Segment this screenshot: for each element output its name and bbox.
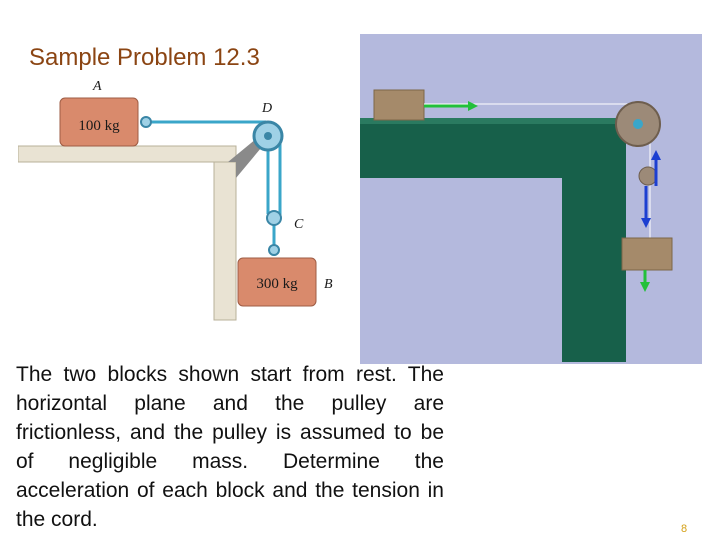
slide-title: Sample Problem 12.3 xyxy=(29,44,260,71)
sim-force-arrowhead-b xyxy=(640,282,650,292)
block-b xyxy=(237,257,317,307)
table-top xyxy=(18,145,237,163)
page-number: 8 xyxy=(681,523,688,535)
block-b-mass-label: 300 kg xyxy=(256,276,298,292)
block-a xyxy=(59,97,139,147)
label-a: A xyxy=(92,79,102,94)
label-b: B xyxy=(324,277,333,292)
sim-background xyxy=(360,34,702,364)
sim-pulley-hub xyxy=(633,119,643,129)
sim-block-a xyxy=(373,89,425,121)
problem-statement: The two blocks shown start from rest. Th… xyxy=(16,363,444,531)
sim-table-shade xyxy=(360,118,626,124)
attach-ring-b xyxy=(268,244,280,256)
sim-force-arrowhead-a xyxy=(468,101,478,111)
pulley-d-hub xyxy=(264,132,272,140)
table-leg xyxy=(213,161,237,321)
simulation-view xyxy=(360,34,702,364)
label-c: C xyxy=(294,217,304,232)
pulley-diagram: 100 kg 300 kg A D C B xyxy=(18,79,333,321)
pulley-c xyxy=(266,210,282,226)
sim-small-pulley xyxy=(638,166,658,186)
sim-tension-arrowhead-up xyxy=(651,150,661,160)
sim-table xyxy=(360,118,626,362)
block-a-mass-label: 100 kg xyxy=(78,118,120,134)
sim-weight-arrowhead-down xyxy=(641,218,651,228)
label-d: D xyxy=(261,101,272,116)
attach-ring-a xyxy=(140,116,152,128)
sim-block-b xyxy=(621,237,673,271)
